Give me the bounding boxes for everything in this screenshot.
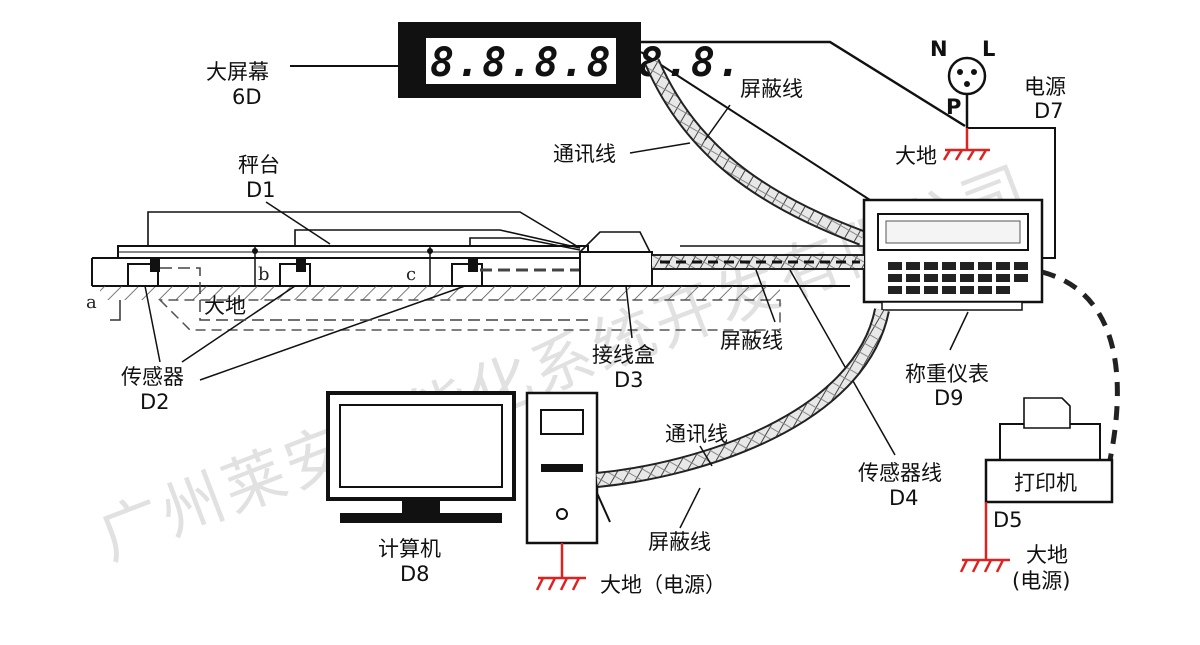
ground-hatch [100,286,780,300]
platform-frame-mid [294,229,581,249]
point-a-label: a [86,292,97,313]
computer-label: 计算机 [378,537,441,561]
printer-code: D5 [993,508,1023,532]
screen-power-wire [641,40,966,128]
weighing-indicator [862,198,1044,311]
junction-box-label: 接线盒 [592,343,655,367]
big-screen-code: 6D [232,85,262,109]
load-cell-a [127,258,160,287]
power-l-label: L [982,37,995,61]
ground-bottom-icon [535,543,586,591]
ground-edge [110,300,121,321]
sensor-leader-2 [181,285,296,363]
screen-digits: 8.8.8.8.8.8. [430,40,743,86]
sensor-label: 传感器 [121,365,184,389]
ground-right-power-label: (电源) [1012,569,1070,593]
shield-line-top-label: 屏蔽线 [740,77,803,101]
computer-code: D8 [400,562,430,586]
power-feed-wire [967,127,1056,259]
ground-mid-label: 大地 [204,294,246,318]
power-p-label: P [946,95,961,119]
power-socket [947,56,987,128]
junction-box-code: D3 [614,368,644,392]
foundation-pit [158,299,781,331]
platform-label: 秤台 [238,153,280,177]
ground-right-label: 大地 [1026,543,1068,567]
platform-frame-top [147,211,581,249]
ground-top-label: 大地 [895,144,937,168]
screen-data-wire [640,51,871,201]
comm-line-top-label: 通讯线 [553,142,616,166]
point-c-label: c [406,264,416,285]
platform-code: D1 [246,178,276,202]
power-n-label: N [930,37,948,61]
shield-line-bottom-label: 屏蔽线 [648,530,711,554]
printer-cable [1041,269,1120,461]
ground-power-bottom-label: 大地（电源） [600,573,726,597]
computer-tower [525,391,599,545]
sensor-line-leader [789,269,896,456]
comm-line-bottom-label: 通讯线 [665,422,728,446]
printer [984,397,1114,504]
sensor-line-label: 传感器线 [858,461,942,485]
indicator-leader [949,311,969,351]
sensor-line-code: D4 [889,486,919,510]
power-code: D7 [1034,99,1064,123]
junction-box-leader [625,285,633,339]
comm-line-top-leader [629,142,691,154]
indicator-code: D9 [934,386,964,410]
shield-cable-bottom [596,308,888,486]
big-screen: 8.8.8.8.8.8. [398,22,743,98]
point-b-label: b [258,264,270,285]
shield-line-mid-label: 屏蔽线 [720,329,783,353]
load-cell-b [279,258,311,287]
power-label: 电源 [1024,75,1066,99]
big-screen-label: 大屏幕 [206,60,269,84]
shield-cable-top [646,59,865,244]
sensor-code: D2 [140,390,170,414]
printer-label: 打印机 [1014,471,1077,495]
indicator-label: 称重仪表 [905,362,989,386]
shield-line-mid-leader [755,269,776,323]
sensor-leader-3 [199,285,466,381]
indicator-keypad [888,262,1028,294]
computer-monitor [326,391,516,523]
sensor-leader-1 [144,285,161,363]
ground-top-icon [942,128,990,161]
ground-right-icon [959,502,1010,573]
platform-leader [265,201,331,245]
shield-line-top-leader [704,104,731,141]
load-cell-c [451,258,483,287]
junction-box [579,231,653,287]
